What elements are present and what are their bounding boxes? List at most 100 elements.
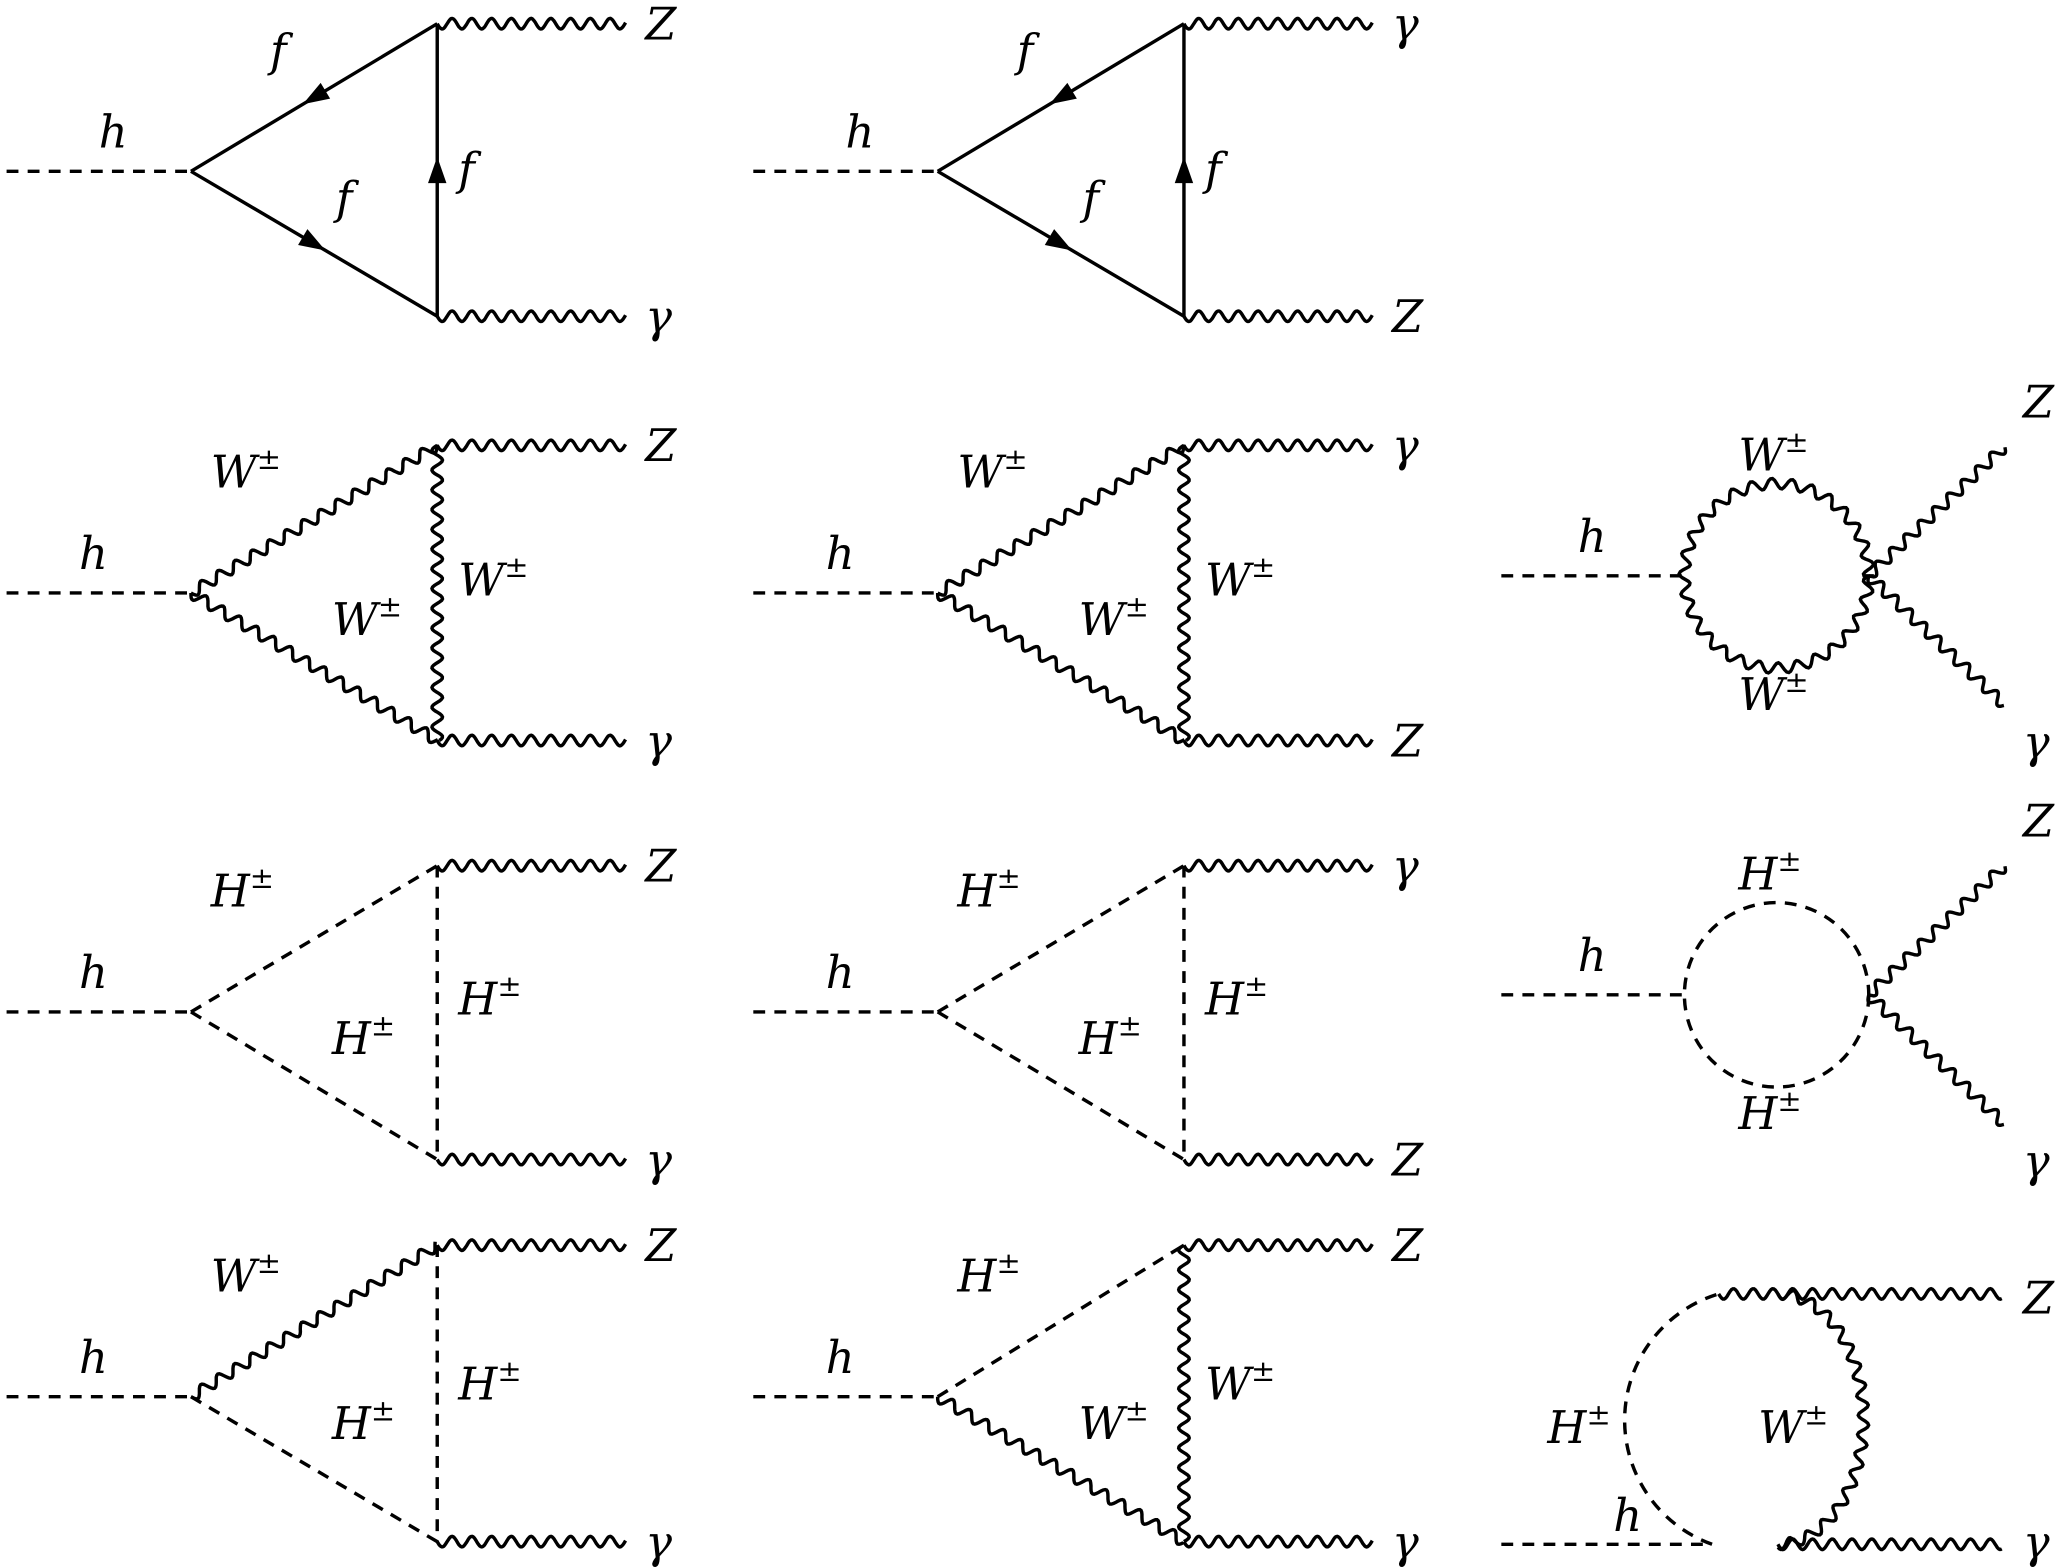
particle-label: H± xyxy=(956,861,1020,917)
feynman-diagram-r2c2: hW±W±W±γZ xyxy=(753,419,1424,767)
particle-label: W± xyxy=(458,550,528,606)
loop-propagator xyxy=(1677,476,1876,675)
upper-propagator xyxy=(936,444,1186,597)
particle-label: h xyxy=(826,1331,855,1384)
particle-label: Z xyxy=(643,0,677,51)
particle-label: W± xyxy=(1738,425,1808,481)
particle-label: W± xyxy=(1738,665,1808,721)
feynman-diagram-r1c2: h f f f γZ xyxy=(753,0,1424,343)
upper-boson-line xyxy=(435,1238,628,1253)
particle-label: H± xyxy=(956,1246,1020,1302)
particle-label: Z xyxy=(2021,376,2055,429)
lower-boson-line xyxy=(1776,1537,2003,1552)
particle-label: H± xyxy=(1546,1397,1610,1453)
upper-boson-line xyxy=(435,858,628,873)
upper-propagator xyxy=(936,1243,1185,1399)
particle-label: f xyxy=(1202,142,1229,195)
particle-label: H± xyxy=(210,861,274,917)
particle-label: h xyxy=(1578,510,1607,563)
upper-propagator xyxy=(190,444,439,597)
upper-propagator xyxy=(936,864,1185,1014)
particle-label: γ xyxy=(1392,419,1419,472)
upper-boson-line xyxy=(1717,1286,2003,1302)
lower-propagator xyxy=(935,1396,1185,1547)
fermion-arrow-icon xyxy=(1174,156,1194,184)
particle-label: W± xyxy=(1079,590,1149,646)
particle-label: f xyxy=(1014,24,1041,77)
charged-higgs-arc xyxy=(1622,1292,1720,1546)
particle-label: γ xyxy=(2023,1135,2050,1188)
particle-label: f xyxy=(267,24,294,77)
vertical-propagator xyxy=(1176,443,1192,742)
particle-label: H± xyxy=(1737,844,1801,900)
upper-boson-line xyxy=(1868,446,2008,579)
w-boson-arc xyxy=(1776,1288,1871,1552)
particle-label: W± xyxy=(1079,1393,1149,1449)
lower-propagator xyxy=(936,1010,1185,1161)
particle-label: W± xyxy=(1758,1397,1828,1453)
particle-label: h xyxy=(79,946,108,999)
particle-label: W± xyxy=(211,442,281,498)
particle-label: H± xyxy=(331,1393,395,1449)
particle-label: γ xyxy=(1392,1515,1419,1568)
lower-boson-line xyxy=(1182,1534,1374,1549)
particle-label: γ xyxy=(2023,716,2050,769)
upper-boson-line xyxy=(1182,858,1374,873)
particle-label: Z xyxy=(2021,795,2055,848)
particle-label: Z xyxy=(1390,714,1424,767)
particle-label: γ xyxy=(645,290,672,343)
particle-label: Z xyxy=(643,1219,677,1272)
feynman-diagram-r3c2: hH±H±H±γZ xyxy=(753,839,1424,1186)
particle-label: Z xyxy=(1390,1133,1424,1186)
upper-propagator xyxy=(190,1241,437,1401)
particle-label: h xyxy=(99,106,128,159)
particle-label: W± xyxy=(1205,1354,1275,1410)
particle-label: H± xyxy=(1737,1084,1801,1140)
particle-label: H± xyxy=(457,969,521,1025)
fermion-arrow-icon xyxy=(1049,82,1077,105)
particle-label: Z xyxy=(643,839,677,892)
fermion-arrow-icon xyxy=(428,156,447,184)
particle-label: h xyxy=(826,527,855,580)
particle-label: γ xyxy=(645,714,672,767)
particle-label: Z xyxy=(1390,290,1424,343)
feynman-diagram-r3c3: hH±H±Zγ xyxy=(1501,795,2055,1188)
upper-propagator xyxy=(190,864,439,1014)
particle-label: γ xyxy=(645,1515,672,1568)
vertical-propagator xyxy=(430,443,445,742)
upper-boson-line xyxy=(1182,1238,1374,1253)
particle-label: Z xyxy=(1390,1219,1424,1272)
lower-boson-line xyxy=(1866,575,2005,708)
fermion-arrow-icon xyxy=(298,229,326,251)
particle-label: f xyxy=(333,171,360,224)
particle-label: Z xyxy=(643,419,677,472)
particle-label: Z xyxy=(2021,1272,2055,1325)
upper-boson-line xyxy=(435,438,628,453)
lower-propagator xyxy=(935,592,1186,745)
lower-propagator xyxy=(189,592,439,745)
lower-boson-line xyxy=(435,309,628,324)
particle-label: H± xyxy=(1078,1009,1142,1065)
particle-label: H± xyxy=(457,1354,521,1410)
upper-boson-line xyxy=(1182,16,1374,31)
lower-boson-line xyxy=(435,1534,628,1549)
lower-boson-line xyxy=(1866,994,2005,1127)
feynman-diagram-r2c3: hW±W±Zγ xyxy=(1501,376,2055,769)
particle-label: f xyxy=(1080,171,1107,224)
particle-label: H± xyxy=(1204,969,1268,1025)
particle-label: h xyxy=(826,946,855,999)
feynman-diagram-r4c3: H±W±hZγ xyxy=(1501,1272,2055,1568)
particle-label: h xyxy=(845,106,874,159)
upper-boson-line xyxy=(435,16,628,31)
lower-boson-line xyxy=(1182,733,1374,748)
particle-label: γ xyxy=(1392,0,1419,51)
particle-label: h xyxy=(79,1331,108,1384)
feynman-diagram-r4c1: h W± H± H± Zγ xyxy=(6,1219,677,1568)
upper-boson-line xyxy=(1182,438,1374,453)
lower-boson-line xyxy=(1182,309,1374,324)
particle-label: γ xyxy=(2023,1515,2050,1568)
particle-label: γ xyxy=(1392,839,1419,892)
lower-boson-line xyxy=(435,1152,628,1167)
particle-label: W± xyxy=(211,1246,281,1302)
